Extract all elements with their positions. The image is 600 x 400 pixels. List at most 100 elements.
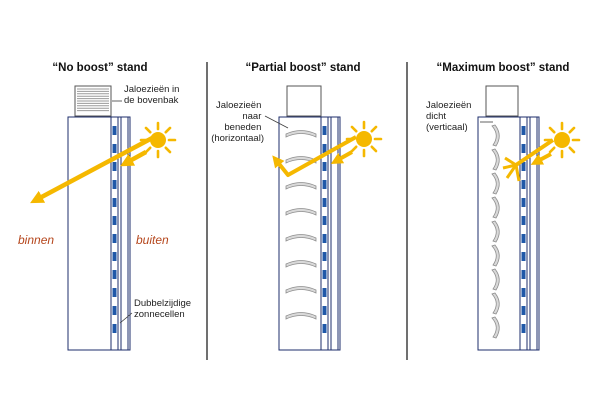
sun-ray xyxy=(144,126,152,134)
sunlight-reflection xyxy=(272,135,357,177)
blind-slat xyxy=(285,130,317,138)
window-frame xyxy=(477,116,540,351)
sun-ray xyxy=(548,146,556,154)
blind-slat xyxy=(491,148,500,171)
blind-slat xyxy=(285,156,317,164)
stacked-blinds xyxy=(77,88,109,112)
solar-cell xyxy=(322,162,327,171)
solar-cell xyxy=(112,180,117,189)
sun-ray xyxy=(164,146,172,154)
light-ray-arrow xyxy=(514,138,555,167)
solar-cell xyxy=(521,180,526,189)
blind-slat xyxy=(491,124,500,147)
callout-horizontal-blinds: Jaloezieën naar beneden (horizontaal) xyxy=(211,100,289,144)
reflected-ray-arrow xyxy=(272,135,357,177)
solar-cell xyxy=(521,234,526,243)
callout-blind-box: Jaloezieën in de bovenbak xyxy=(112,84,182,106)
blind-box-top xyxy=(286,85,322,117)
scatter-ray xyxy=(505,164,518,179)
vertical-blind-slats xyxy=(491,124,500,339)
solar-cell xyxy=(521,126,526,135)
annotation-blinds-vertical: Jaloezieën dicht (verticaal) xyxy=(426,100,474,133)
solar-cell xyxy=(322,234,327,243)
solar-cell xyxy=(112,270,117,279)
blind-slat xyxy=(285,286,317,294)
sun-ray xyxy=(370,145,378,153)
solar-cell xyxy=(112,144,117,153)
sun-ray xyxy=(370,125,378,133)
solar-cell xyxy=(112,234,117,243)
light-ray-arrow xyxy=(120,150,148,167)
panel-maximum-boost: Jaloezieën dicht (verticaal) xyxy=(426,85,581,351)
outside-label: buiten xyxy=(136,233,169,247)
sunlight-scatter xyxy=(502,138,555,182)
solar-cell xyxy=(521,324,526,333)
solar-cell xyxy=(112,216,117,225)
panel-no-boost: Jaloezieën in de bovenbak Dubbelzijdige … xyxy=(18,84,191,351)
sun-disc xyxy=(554,132,570,148)
solar-cell xyxy=(521,270,526,279)
window-frame xyxy=(278,116,341,351)
light-ray-arrow xyxy=(30,134,158,204)
blind-slat xyxy=(285,260,317,268)
annotation-blinds-in-top-box: Jaloezieën in de bovenbak xyxy=(124,84,182,106)
solar-cell xyxy=(112,306,117,315)
solar-cell-column xyxy=(322,126,327,333)
sun-ray xyxy=(144,146,152,154)
solar-cell xyxy=(322,126,327,135)
solar-cell xyxy=(112,288,117,297)
blind-slat xyxy=(285,234,317,242)
sun-ray xyxy=(568,146,576,154)
solar-cell xyxy=(322,252,327,261)
blind-box-top xyxy=(74,85,112,117)
solar-cell xyxy=(112,126,117,135)
annotation-blinds-horizontal: Jaloezieën naar beneden (horizontaal) xyxy=(211,100,264,144)
window-outer-glass xyxy=(330,116,339,351)
window-frame xyxy=(67,116,131,351)
sun-disc xyxy=(150,132,166,148)
scatter-ray xyxy=(504,156,517,167)
solar-cell xyxy=(521,288,526,297)
solar-cell xyxy=(322,180,327,189)
solar-cell xyxy=(521,144,526,153)
sun-ray xyxy=(568,126,576,134)
sun-icon xyxy=(543,121,581,159)
inside-label: binnen xyxy=(18,233,54,247)
solar-cell xyxy=(112,252,117,261)
solar-cell xyxy=(112,198,117,207)
blind-slat xyxy=(491,244,500,267)
blind-slat xyxy=(285,208,317,216)
light-ray-arrow xyxy=(330,150,353,164)
blind-slat xyxy=(285,182,317,190)
sun-ray xyxy=(548,126,556,134)
blind-slat xyxy=(491,316,500,339)
window-inner-pane xyxy=(320,116,329,351)
sun-disc xyxy=(356,131,372,147)
solar-cell xyxy=(322,306,327,315)
window-outer-glass xyxy=(529,116,538,351)
light-ray-arrow xyxy=(530,152,552,165)
sun-ray xyxy=(350,145,358,153)
window-outer-glass xyxy=(120,116,129,351)
solar-cell xyxy=(322,144,327,153)
solar-cell xyxy=(322,288,327,297)
solar-cell xyxy=(112,162,117,171)
sun-icon xyxy=(345,120,383,158)
blind-slat xyxy=(491,172,500,195)
scatter-ray xyxy=(514,164,521,182)
blind-slat xyxy=(491,196,500,219)
blind-slat xyxy=(491,268,500,291)
horizontal-blind-slats xyxy=(285,130,317,320)
solar-cell xyxy=(521,306,526,315)
solar-cell xyxy=(322,270,327,279)
sunlight-ray-through xyxy=(30,134,158,204)
blind-box-top xyxy=(485,85,519,117)
solar-cell xyxy=(322,198,327,207)
callout-bifacial-cells: Dubbelzijdige zonnecellen xyxy=(119,298,191,324)
solar-cell xyxy=(521,216,526,225)
solar-cell xyxy=(112,324,117,333)
panel-title-partial-boost: “Partial boost” stand xyxy=(245,62,360,74)
solar-cell xyxy=(322,324,327,333)
sun-ray xyxy=(164,126,172,134)
